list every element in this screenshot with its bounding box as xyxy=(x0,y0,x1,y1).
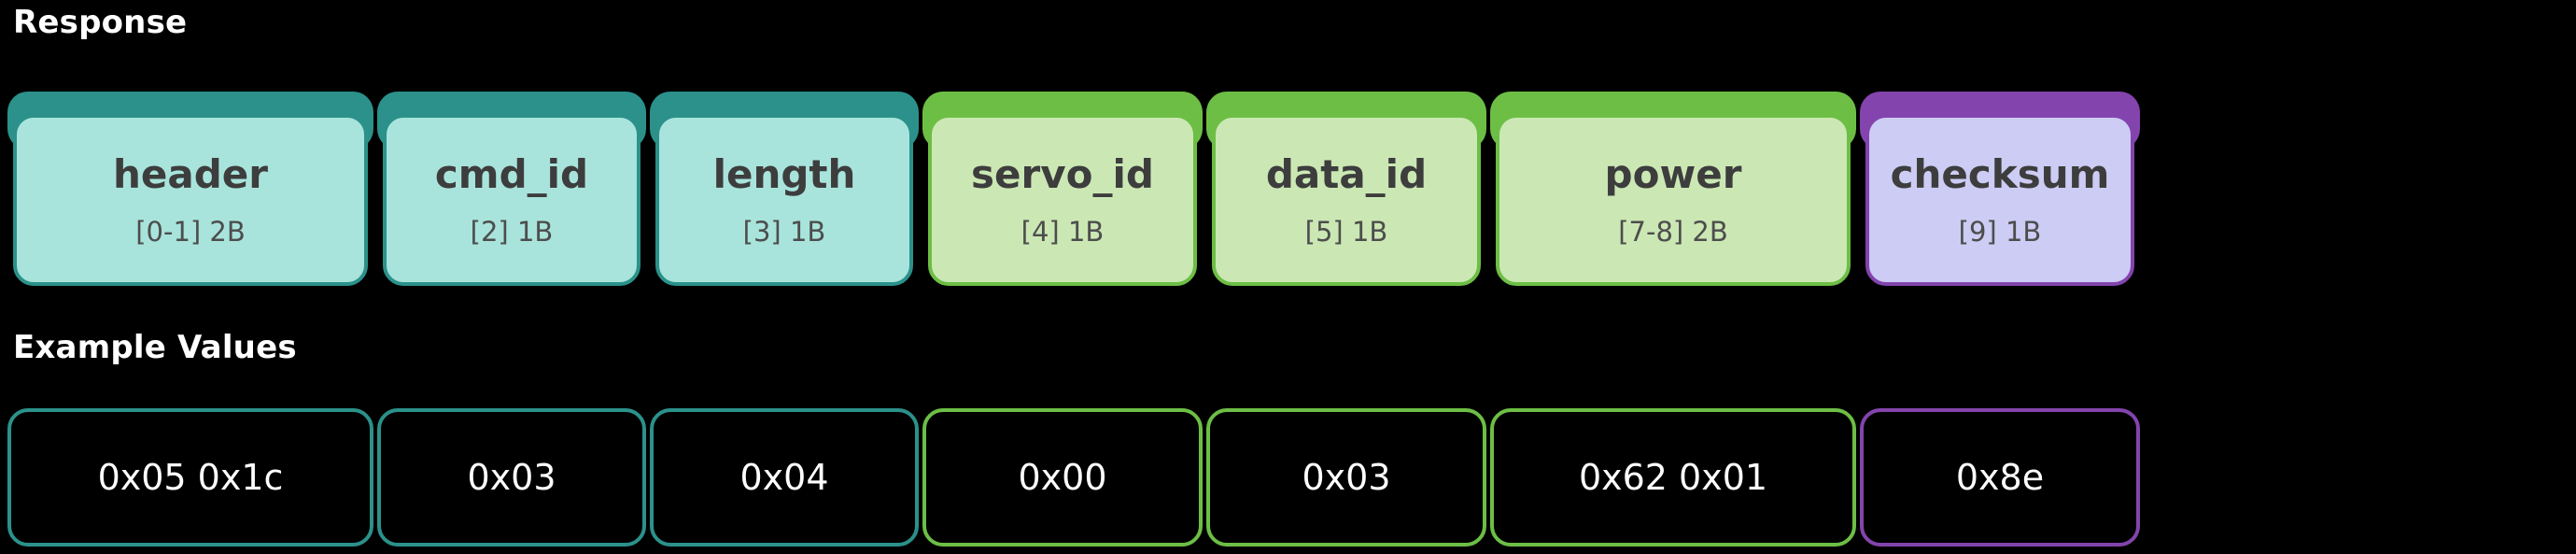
example-value-cmd-id[interactable]: 0x03 xyxy=(377,408,646,547)
packet-field-byte-range: [3] 1B xyxy=(742,215,826,248)
packet-field-body: cmd_id [2] 1B xyxy=(383,114,640,286)
packet-field-label: header xyxy=(113,150,268,197)
packet-field-body: power [7-8] 2B xyxy=(1496,114,1851,286)
packet-field-length[interactable]: length [3] 1B xyxy=(650,92,919,305)
packet-field-cmd-id[interactable]: cmd_id [2] 1B xyxy=(377,92,646,305)
packet-field-byte-range: [2] 1B xyxy=(470,215,554,248)
example-values-row: 0x05 0x1c 0x03 0x04 0x00 0x03 0x62 0x01 0x8e xyxy=(7,408,2140,547)
packet-field-byte-range: [9] 1B xyxy=(1958,215,2042,248)
packet-field-byte-range: [4] 1B xyxy=(1021,215,1105,248)
packet-field-label: checksum xyxy=(1890,150,2110,197)
packet-field-body: checksum [9] 1B xyxy=(1865,114,2134,286)
example-values-section-title: Example Values xyxy=(13,329,297,366)
example-value-text: 0x8e xyxy=(1955,457,2045,498)
packet-field-power[interactable]: power [7-8] 2B xyxy=(1490,92,1856,305)
example-value-power[interactable]: 0x62 0x01 xyxy=(1490,408,1856,547)
packet-field-body: data_id [5] 1B xyxy=(1212,114,1481,286)
example-value-header[interactable]: 0x05 0x1c xyxy=(7,408,373,547)
example-value-data-id[interactable]: 0x03 xyxy=(1206,408,1486,547)
packet-field-label: length xyxy=(712,150,856,197)
example-value-servo-id[interactable]: 0x00 xyxy=(922,408,1203,547)
example-value-text: 0x00 xyxy=(1018,457,1107,498)
packet-field-body: servo_id [4] 1B xyxy=(928,114,1197,286)
example-value-text: 0x03 xyxy=(467,457,556,498)
packet-field-body: length [3] 1B xyxy=(655,114,913,286)
example-value-text: 0x04 xyxy=(739,457,829,498)
example-value-text: 0x03 xyxy=(1302,457,1391,498)
packet-field-byte-range: [0-1] 2B xyxy=(135,215,246,248)
packet-field-label: cmd_id xyxy=(434,150,589,197)
example-value-checksum[interactable]: 0x8e xyxy=(1860,408,2140,547)
packet-field-label: power xyxy=(1604,150,1742,197)
packet-field-header[interactable]: header [0-1] 2B xyxy=(7,92,373,305)
packet-field-byte-range: [5] 1B xyxy=(1304,215,1388,248)
example-value-text: 0x62 0x01 xyxy=(1578,457,1768,498)
packet-field-body: header [0-1] 2B xyxy=(13,114,368,286)
packet-field-label: data_id xyxy=(1265,150,1428,197)
response-section-title: Response xyxy=(13,4,188,41)
packet-field-data-id[interactable]: data_id [5] 1B xyxy=(1206,92,1486,305)
example-value-text: 0x05 0x1c xyxy=(97,457,284,498)
packet-field-servo-id[interactable]: servo_id [4] 1B xyxy=(922,92,1203,305)
packet-field-checksum[interactable]: checksum [9] 1B xyxy=(1860,92,2140,305)
packet-field-label: servo_id xyxy=(971,150,1154,197)
response-field-row: header [0-1] 2B cmd_id [2] 1B length [3] 1B se… xyxy=(7,92,2140,305)
example-value-length[interactable]: 0x04 xyxy=(650,408,919,547)
packet-field-byte-range: [7-8] 2B xyxy=(1618,215,1728,248)
